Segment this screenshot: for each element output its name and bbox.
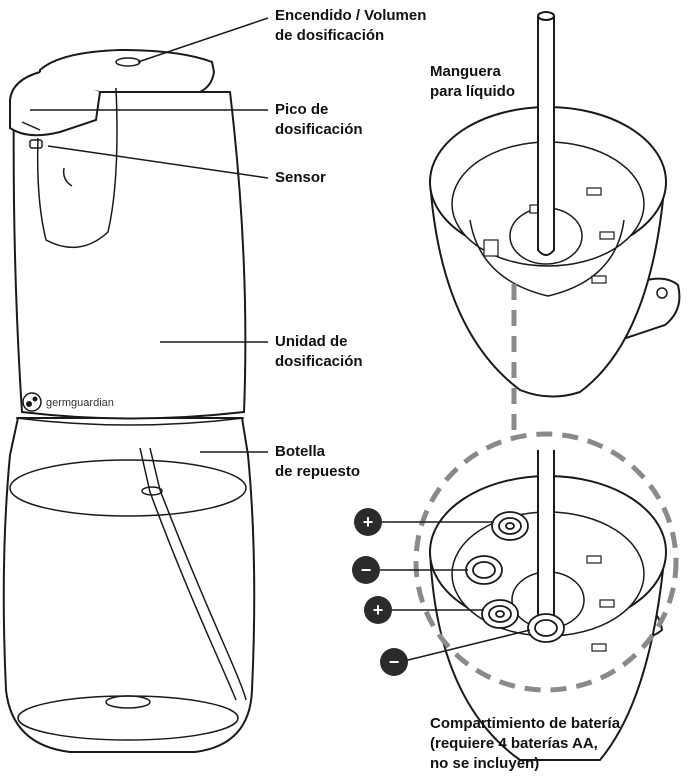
label-line: de repuesto bbox=[275, 463, 361, 480]
refill-bottle bbox=[2, 417, 256, 753]
label-line: Botella bbox=[275, 443, 326, 460]
brand-logo-icon bbox=[22, 392, 42, 412]
label-line: Unidad de bbox=[275, 333, 348, 350]
label-line: dosificación bbox=[275, 353, 363, 370]
dispenser bbox=[2, 48, 256, 753]
label-sensor: Sensor bbox=[275, 168, 326, 188]
negative-badge-2-icon: − bbox=[380, 648, 408, 676]
polarity-badges: + − + − bbox=[352, 508, 408, 676]
polarity-sign: + bbox=[363, 512, 374, 532]
battery-1 bbox=[491, 511, 529, 541]
brand-logo-text: germguardian bbox=[46, 397, 114, 409]
polarity-sign: + bbox=[373, 600, 384, 620]
negative-badge-1-icon: − bbox=[352, 556, 380, 584]
bottle-hose bbox=[139, 447, 237, 701]
label-dosing-unit: Unidad de dosificación bbox=[275, 332, 363, 372]
battery-2 bbox=[465, 555, 503, 585]
label-line: dosificación bbox=[275, 121, 363, 138]
label-refill-bottle: Botella de repuesto bbox=[275, 442, 360, 482]
label-line: no se incluyen) bbox=[430, 755, 540, 772]
dispensing-spout bbox=[9, 71, 101, 137]
aa-batteries bbox=[465, 511, 565, 643]
battery-3 bbox=[481, 599, 519, 629]
positive-badge-1-icon: + bbox=[354, 508, 382, 536]
left-callout-lines bbox=[30, 17, 269, 453]
battery-4 bbox=[527, 613, 565, 643]
polarity-leaders bbox=[380, 521, 531, 663]
label-line: de dosificación bbox=[275, 27, 385, 44]
label-line: Manguera bbox=[430, 63, 501, 80]
sensor-window bbox=[36, 87, 118, 249]
polarity-sign: − bbox=[361, 560, 372, 580]
label-line: Sensor bbox=[275, 169, 326, 186]
positive-badge-2-icon: + bbox=[364, 596, 392, 624]
label-line: (requiere 4 baterías AA, bbox=[430, 735, 598, 752]
label-line: Encendido / Volumen bbox=[275, 7, 427, 24]
label-power-volume: Encendido / Volumen de dosificación bbox=[275, 6, 426, 46]
label-battery-compartment: Compartimiento de batería (requiere 4 ba… bbox=[430, 714, 620, 774]
label-line: Compartimiento de batería bbox=[430, 715, 621, 732]
label-line: para líquido bbox=[430, 83, 516, 100]
battery-compartment-hose bbox=[537, 450, 555, 621]
label-line: Pico de bbox=[275, 101, 329, 118]
liquid-hose bbox=[537, 11, 555, 256]
polarity-sign: − bbox=[389, 652, 400, 672]
label-liquid-hose: Manguera para líquido bbox=[430, 62, 515, 102]
dashed-guides bbox=[413, 284, 679, 693]
label-dispensing-spout: Pico de dosificación bbox=[275, 100, 363, 140]
liquid-surface bbox=[9, 459, 247, 517]
dosing-unit bbox=[12, 91, 247, 420]
underside-view bbox=[428, 106, 681, 398]
